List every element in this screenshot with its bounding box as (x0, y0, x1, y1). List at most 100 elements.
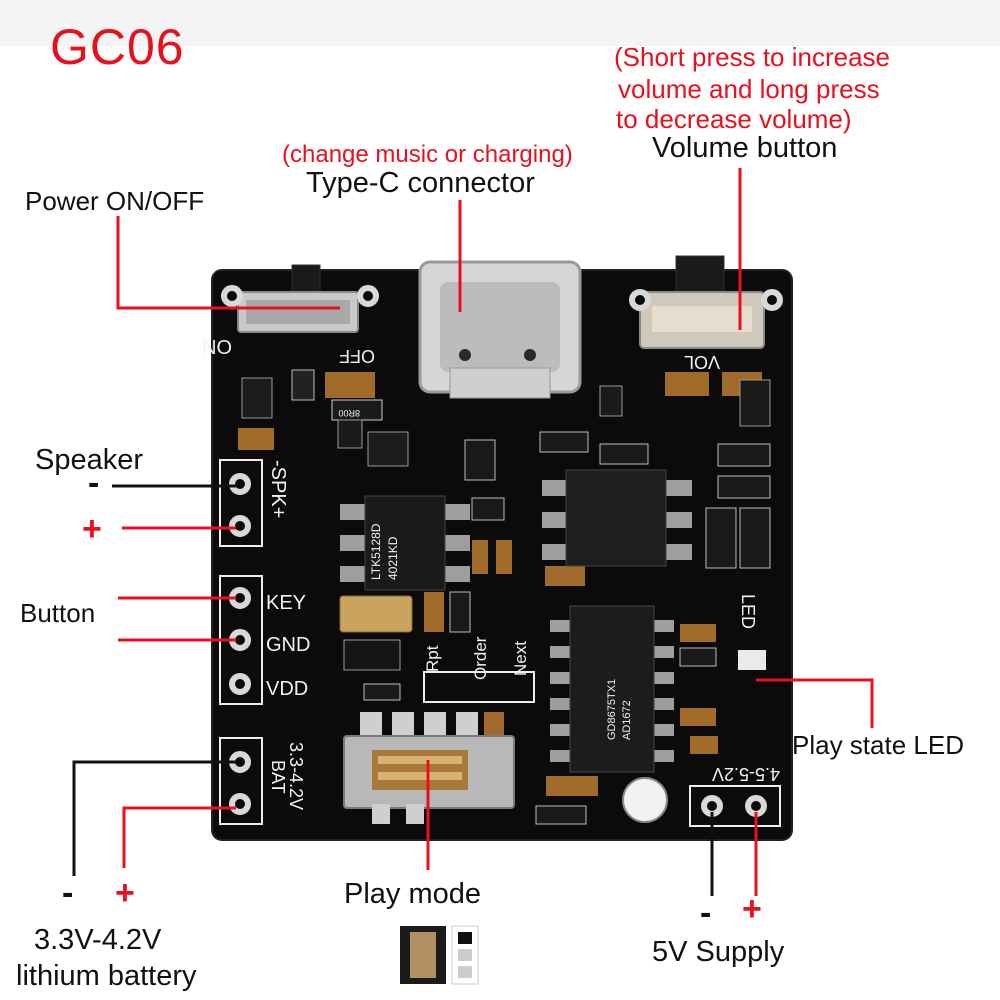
power-switch (237, 264, 359, 333)
switch-pin (424, 712, 446, 740)
silk-key: KEY (266, 592, 306, 614)
power-callout (116, 216, 340, 310)
supply-minus: - (700, 894, 712, 932)
resistor (599, 443, 649, 465)
silk-bat-voltage: 3.3-4.2V (286, 742, 306, 810)
volume-button-part (639, 255, 765, 349)
capacitor (424, 592, 444, 632)
bat-header-outline (219, 737, 263, 825)
chip-body (565, 469, 667, 567)
resistor (717, 443, 771, 467)
diode (337, 419, 363, 449)
supply-header-outline (689, 785, 781, 827)
silk-rpt: Rpt (423, 645, 442, 672)
chip-body (364, 495, 446, 591)
capacitor (325, 372, 375, 398)
capacitor (690, 736, 718, 754)
play-mode-thumbnail-icon (400, 925, 479, 985)
decoder-chip: GD8675TX1 AD1672 (550, 605, 674, 773)
chip-body (569, 605, 655, 773)
resistor (535, 805, 587, 825)
silk-spk: -SPK+ (267, 460, 289, 518)
capacitor (546, 776, 598, 796)
mounting-hole (622, 777, 668, 823)
capacitor (680, 708, 716, 726)
resistor (363, 683, 401, 701)
speaker-minus: - (88, 464, 100, 502)
flash-chip (542, 469, 692, 567)
status-led (738, 650, 766, 670)
resistor (539, 431, 589, 453)
inductor (343, 639, 401, 671)
typec-note: (change music or charging) (282, 141, 573, 168)
silk-order: Order (471, 636, 490, 680)
supply-plus: + (742, 890, 762, 928)
callout-lines (72, 168, 874, 896)
capacitor (238, 428, 274, 450)
smd-components (238, 369, 771, 825)
switch-pin (360, 712, 382, 740)
capacitor (472, 540, 488, 574)
typec-inner (440, 282, 560, 372)
product-title: GC06 (50, 19, 185, 75)
supply-label: 5V Supply (652, 936, 785, 968)
typec-hole-right (524, 349, 536, 361)
spk-header-outline (219, 459, 263, 547)
diode (705, 507, 737, 569)
thumb-position-3 (458, 966, 472, 978)
volume-button-label: Volume button (652, 132, 838, 164)
resistor (464, 439, 496, 481)
resistor (739, 379, 771, 427)
resistor (717, 475, 771, 499)
capacitor (665, 372, 709, 396)
resistor (599, 385, 623, 417)
chip1-line2: 4021KD (386, 536, 400, 580)
capacitor (545, 566, 585, 586)
capacitor (680, 624, 716, 642)
chip3-line1: GD8675TX1 (606, 679, 618, 740)
resistor (449, 591, 471, 633)
thumb-position-2 (458, 949, 472, 961)
inductor (367, 431, 409, 467)
mode-label-box (423, 671, 535, 703)
silk-on: ON (202, 335, 232, 357)
silk-off: OFF (339, 346, 375, 366)
power-switch-knob (291, 264, 321, 294)
silk-next: Next (511, 641, 530, 676)
chip1-line1: LTK5128D (369, 523, 383, 580)
amplifier-chip: LTK5128D 4021KD (340, 495, 470, 591)
play-led-label: Play state LED (792, 730, 964, 760)
top-band (0, 0, 1000, 46)
battery-minus: - (62, 874, 74, 912)
diode (739, 507, 771, 569)
resistor (679, 647, 717, 667)
power-switch-slot (246, 300, 350, 324)
battery-plus: + (115, 874, 135, 912)
transistor (241, 377, 273, 419)
speaker-label: Speaker (35, 444, 144, 476)
switch-pin (456, 712, 478, 740)
typec-hole-left (459, 349, 471, 361)
silk-led: LED (738, 594, 758, 629)
typec-label: Type-C connector (306, 167, 535, 199)
switch-pin (406, 804, 424, 824)
volume-button-knob (675, 255, 725, 293)
silk-5v: 4.5-5.2V (712, 764, 780, 784)
silk-vol: VOL (684, 352, 720, 372)
switch-ridge (378, 772, 462, 780)
battery-minus-line (72, 760, 236, 876)
tantalum-capacitor (339, 595, 413, 633)
power-label: Power ON/OFF (25, 186, 205, 216)
typec-port (418, 260, 582, 399)
volume-button-face (652, 306, 752, 332)
capacitor (496, 540, 512, 574)
volume-note-line3: to decrease volume) (616, 104, 852, 134)
chip3-line2: AD1672 (621, 700, 633, 740)
capacitor (484, 712, 504, 738)
resistor (471, 497, 505, 521)
battery-voltage: 3.3V-4.2V (34, 924, 162, 956)
thumb-slider (410, 932, 436, 978)
button-label: Button (20, 598, 96, 628)
